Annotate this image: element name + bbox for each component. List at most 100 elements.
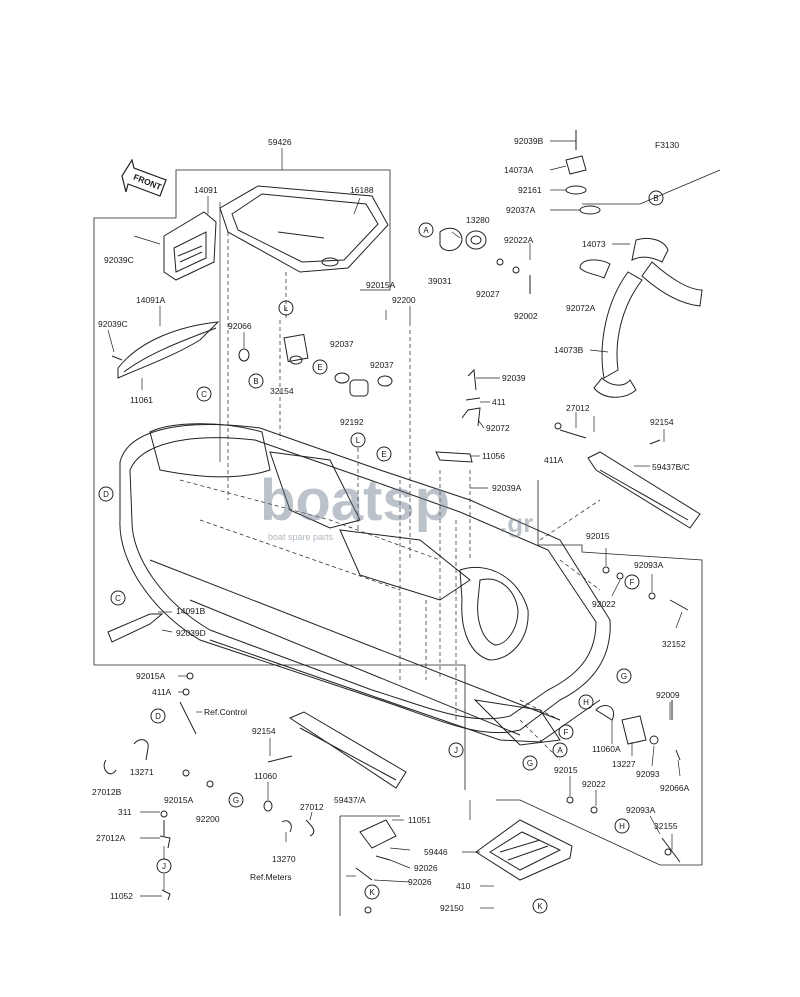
part-label: 92015 bbox=[554, 765, 578, 775]
ref-marker: F bbox=[624, 574, 640, 590]
svg-text:A: A bbox=[423, 226, 429, 235]
part-label: 13280 bbox=[466, 215, 490, 225]
svg-text:E: E bbox=[381, 450, 386, 459]
part-label: 27012A bbox=[96, 833, 126, 843]
part-label: 11061 bbox=[130, 395, 153, 405]
grip-14091B bbox=[107, 613, 164, 643]
part-label: 311 bbox=[118, 807, 132, 817]
part-label: 92039C bbox=[104, 255, 134, 265]
part-label: 411A bbox=[152, 687, 172, 697]
part-label: 92066 bbox=[228, 321, 252, 331]
ref-marker: A bbox=[552, 742, 568, 758]
spout-parts bbox=[238, 333, 393, 397]
svg-text:G: G bbox=[621, 672, 627, 681]
part-label: 92027 bbox=[476, 289, 500, 299]
part-label: 92154 bbox=[252, 726, 276, 736]
watermark-suffix: .gr bbox=[500, 508, 533, 538]
part-label: 13270 bbox=[272, 854, 296, 864]
part-label: 92015A bbox=[164, 795, 194, 805]
reference-markers: A L B B C C D D E E L F F G G G H H A J … bbox=[98, 190, 664, 914]
part-label: 92093 bbox=[636, 769, 660, 779]
right-cover-59437BC bbox=[554, 422, 701, 529]
part-label: 92022 bbox=[582, 779, 606, 789]
part-label: 27012 bbox=[566, 403, 590, 413]
ref-marker: A bbox=[418, 222, 434, 238]
meter-bracket-parts bbox=[339, 815, 400, 916]
part-label: 92037 bbox=[370, 360, 394, 370]
part-label: 92015 bbox=[586, 531, 610, 541]
part-label: 411A bbox=[544, 455, 564, 465]
part-label: 92161 bbox=[518, 185, 542, 195]
svg-text:F: F bbox=[564, 728, 569, 737]
part-label: 92026 bbox=[408, 877, 432, 887]
part-label: 16188 bbox=[350, 185, 374, 195]
ref-marker: D bbox=[150, 708, 166, 724]
small-parts-lower-left bbox=[103, 672, 315, 901]
part-label: 92093A bbox=[634, 560, 664, 570]
part-label: 92072A bbox=[566, 303, 596, 313]
svg-text:K: K bbox=[369, 888, 375, 897]
hull-drawing bbox=[119, 423, 611, 746]
part-label: 92200 bbox=[196, 814, 220, 824]
part-label: 92200 bbox=[392, 295, 416, 305]
part-label: 13271 bbox=[130, 767, 154, 777]
part-label: 13227 bbox=[612, 759, 636, 769]
svg-text:L: L bbox=[284, 304, 289, 313]
part-label: 92039D bbox=[176, 628, 206, 638]
ref-marker: B bbox=[648, 190, 664, 206]
part-label: 11056 bbox=[482, 451, 505, 461]
ref-marker: G bbox=[228, 792, 244, 808]
part-label: 92037 bbox=[330, 339, 354, 349]
ref-marker: K bbox=[532, 898, 548, 914]
part-label: 92009 bbox=[656, 690, 680, 700]
svg-text:G: G bbox=[527, 759, 533, 768]
part-label: 27012 bbox=[300, 802, 324, 812]
leader-lines bbox=[107, 140, 683, 909]
part-label: 92150 bbox=[440, 903, 464, 913]
part-label: 14091 bbox=[194, 185, 218, 195]
part-label: 59437B/C bbox=[652, 462, 690, 472]
hose-parts bbox=[565, 130, 703, 398]
storage-tray bbox=[219, 185, 389, 273]
part-label: 92037A bbox=[506, 205, 536, 215]
part-label: 92002 bbox=[514, 311, 538, 321]
part-label: 59446 bbox=[424, 847, 448, 857]
svg-text:C: C bbox=[201, 390, 207, 399]
ref-marker: B bbox=[248, 373, 264, 389]
part-label: 27012B bbox=[92, 787, 122, 797]
svg-text:C: C bbox=[115, 594, 121, 603]
ref-marker: J bbox=[448, 742, 464, 758]
watermark-text: boatsp bbox=[260, 468, 450, 533]
part-label: 14091A bbox=[136, 295, 166, 305]
svg-text:G: G bbox=[233, 796, 239, 805]
part-label: 59437/A bbox=[334, 795, 366, 805]
svg-text:F: F bbox=[630, 578, 635, 587]
part-label: 11060A bbox=[592, 744, 621, 754]
ref-marker: J bbox=[156, 858, 172, 874]
ref-marker: G bbox=[616, 668, 632, 684]
ref-marker: D bbox=[98, 486, 114, 502]
part-label: 14091B bbox=[176, 606, 206, 616]
part-label: 59426 bbox=[268, 137, 292, 147]
part-label: 14073 bbox=[582, 239, 606, 249]
watermark-logo: boatsp .gr boat spare parts bbox=[260, 468, 533, 542]
part-label: 92066A bbox=[660, 783, 690, 793]
pump-cover-59446 bbox=[475, 819, 573, 881]
svg-text:J: J bbox=[454, 746, 458, 755]
front-arrow-icon: FRONT bbox=[121, 158, 167, 197]
ref-marker: E bbox=[312, 359, 328, 375]
ref-marker: L bbox=[278, 300, 294, 316]
watermark-subtitle: boat spare parts bbox=[268, 532, 334, 542]
ref-marker: K bbox=[364, 884, 380, 900]
part-label: 92022 bbox=[592, 599, 616, 609]
figure-code: F3130 bbox=[655, 140, 679, 150]
svg-text:B: B bbox=[253, 377, 258, 386]
ref-marker: H bbox=[578, 694, 594, 710]
ref-marker: C bbox=[196, 386, 212, 402]
part-label: 14073B bbox=[554, 345, 584, 355]
cover-14091 bbox=[163, 211, 217, 281]
svg-text:H: H bbox=[619, 822, 625, 831]
part-label: Ref.Control bbox=[204, 707, 247, 717]
svg-text:H: H bbox=[583, 698, 589, 707]
